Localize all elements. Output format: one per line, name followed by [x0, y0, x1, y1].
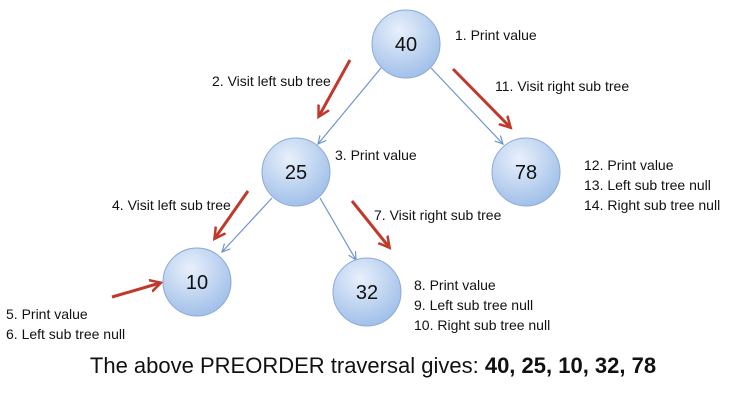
step-4-label: 4. Visit left sub tree — [112, 197, 231, 213]
traversal-caption: The above PREORDER traversal gives: 40, … — [0, 353, 746, 379]
step-14-label: 14. Right sub tree null — [584, 197, 721, 213]
step-2-label: 2. Visit left sub tree — [212, 73, 331, 89]
arrow-print-10 — [111, 283, 160, 299]
edge-25-32 — [319, 197, 356, 260]
arrow-visit-right-25 — [350, 200, 389, 247]
node-value-40: 40 — [395, 34, 417, 56]
node-78-notes: 12. Print value 13. Left sub tree null 1… — [584, 155, 720, 215]
arrow-visit-left-25 — [215, 190, 250, 238]
step-5-label: 5. Print value — [6, 306, 88, 322]
traversal-result: 40, 25, 10, 32, 78 — [484, 353, 657, 378]
edge-25-10 — [222, 197, 273, 252]
node-32-notes: 8. Print value 9. Left sub tree null 10.… — [414, 275, 550, 335]
tree-node-78: 78 — [491, 137, 561, 207]
caption-text: The above PREORDER traversal gives: — [89, 353, 485, 378]
step-9-label: 9. Left sub tree null — [414, 297, 534, 313]
tree-node-25: 25 — [261, 137, 331, 207]
step-8-label: 8. Print value — [414, 277, 496, 293]
step-12-label: 12. Print value — [584, 157, 674, 173]
step-1-label: 1. Print value — [455, 27, 537, 43]
step-6-label: 6. Left sub tree null — [6, 326, 126, 342]
arrow-visit-left-40 — [319, 59, 352, 116]
node-value-78: 78 — [515, 162, 537, 184]
step-3-label: 3. Print value — [335, 147, 417, 163]
node-value-25: 25 — [285, 162, 307, 184]
step-10-label: 10. Right sub tree null — [414, 317, 551, 333]
step-7-label: 7. Visit right sub tree — [374, 207, 502, 223]
step-11-label: 11. Visit right sub tree — [495, 78, 630, 94]
node-10-notes: 5. Print value 6. Left sub tree null — [6, 304, 125, 344]
arrow-visit-right-40 — [451, 67, 510, 127]
edge-40-25 — [318, 67, 382, 144]
step-13-label: 13. Left sub tree null — [584, 177, 711, 193]
node-value-10: 10 — [186, 272, 208, 294]
edge-40-78 — [430, 67, 503, 144]
tree-node-10: 10 — [162, 247, 232, 317]
node-value-32: 32 — [356, 282, 378, 304]
tree-node-40: 40 — [371, 9, 441, 79]
tree-node-32: 32 — [332, 257, 402, 327]
